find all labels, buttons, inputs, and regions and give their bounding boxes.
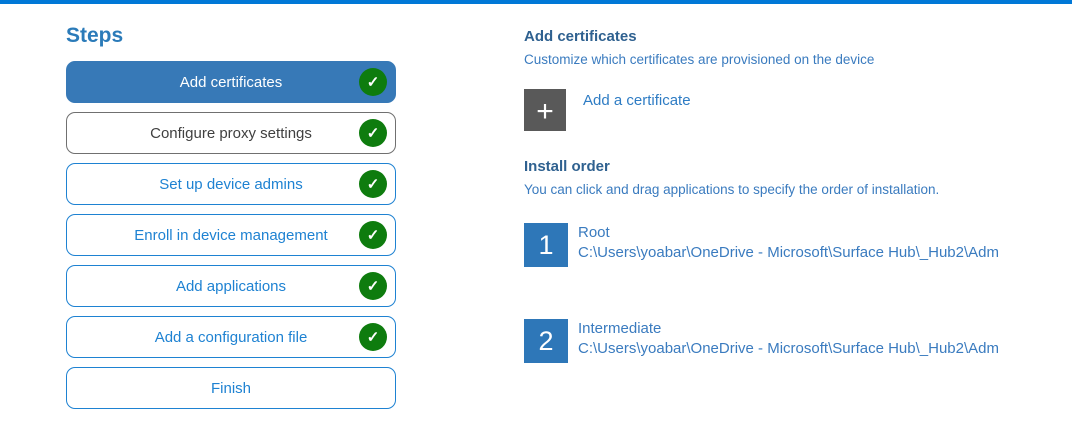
install-item-root[interactable]: 1 Root C:\Users\yoabar\OneDrive - Micros… <box>524 223 1044 267</box>
steps-panel-title: Steps <box>66 24 124 47</box>
plus-box[interactable]: + <box>524 89 566 131</box>
step-label: Add certificates <box>179 73 283 91</box>
page-subtitle: Customize which certificates are provisi… <box>524 52 875 67</box>
check-icon: ✓ <box>359 119 387 147</box>
order-number-badge: 2 <box>524 319 568 363</box>
check-icon: ✓ <box>359 272 387 300</box>
step-set-up-device-admins[interactable]: Set up device admins ✓ <box>66 163 396 205</box>
steps-sidebar: Steps Add certificates ✓ Configure proxy… <box>66 24 396 418</box>
step-add-certificates[interactable]: Add certificates ✓ <box>66 61 396 103</box>
step-add-applications[interactable]: Add applications ✓ <box>66 265 396 307</box>
step-add-a-configuration-file[interactable]: Add a configuration file ✓ <box>66 316 396 358</box>
certificate-name: Intermediate <box>578 320 662 337</box>
install-item-text: Intermediate C:\Users\yoabar\OneDrive - … <box>578 319 999 363</box>
add-certificate-label: Add a certificate <box>583 92 691 109</box>
add-certificate-button[interactable]: + Add a certificate <box>524 89 1044 131</box>
install-item-intermediate[interactable]: 2 Intermediate C:\Users\yoabar\OneDrive … <box>524 319 1044 363</box>
step-enroll-in-device-management[interactable]: Enroll in device management ✓ <box>66 214 396 256</box>
certificate-path: C:\Users\yoabar\OneDrive - Microsoft\Sur… <box>578 340 999 357</box>
main-content: Add certificates Customize which certifi… <box>524 28 1044 363</box>
step-label: Finish <box>210 379 251 397</box>
install-order-title: Install order <box>524 158 610 175</box>
check-icon: ✓ <box>359 68 387 96</box>
install-order-subtitle: You can click and drag applications to s… <box>524 182 940 197</box>
top-accent-bar <box>0 0 1072 4</box>
step-label: Set up device admins <box>159 175 303 193</box>
install-order-list: 1 Root C:\Users\yoabar\OneDrive - Micros… <box>524 223 1044 363</box>
step-finish[interactable]: Finish <box>66 367 396 409</box>
step-label: Enroll in device management <box>134 226 328 244</box>
order-number-badge: 1 <box>524 223 568 267</box>
step-label: Configure proxy settings <box>150 124 312 142</box>
certificate-name: Root <box>578 224 610 241</box>
check-icon: ✓ <box>359 221 387 249</box>
check-icon: ✓ <box>359 170 387 198</box>
plus-icon: + <box>536 95 554 128</box>
step-label: Add a configuration file <box>154 328 308 346</box>
certificate-path: C:\Users\yoabar\OneDrive - Microsoft\Sur… <box>578 244 999 261</box>
step-configure-proxy-settings[interactable]: Configure proxy settings ✓ <box>66 112 396 154</box>
check-icon: ✓ <box>359 323 387 351</box>
step-label: Add applications <box>175 277 287 295</box>
page-title: Add certificates <box>524 28 637 45</box>
install-item-text: Root C:\Users\yoabar\OneDrive - Microsof… <box>578 223 999 267</box>
